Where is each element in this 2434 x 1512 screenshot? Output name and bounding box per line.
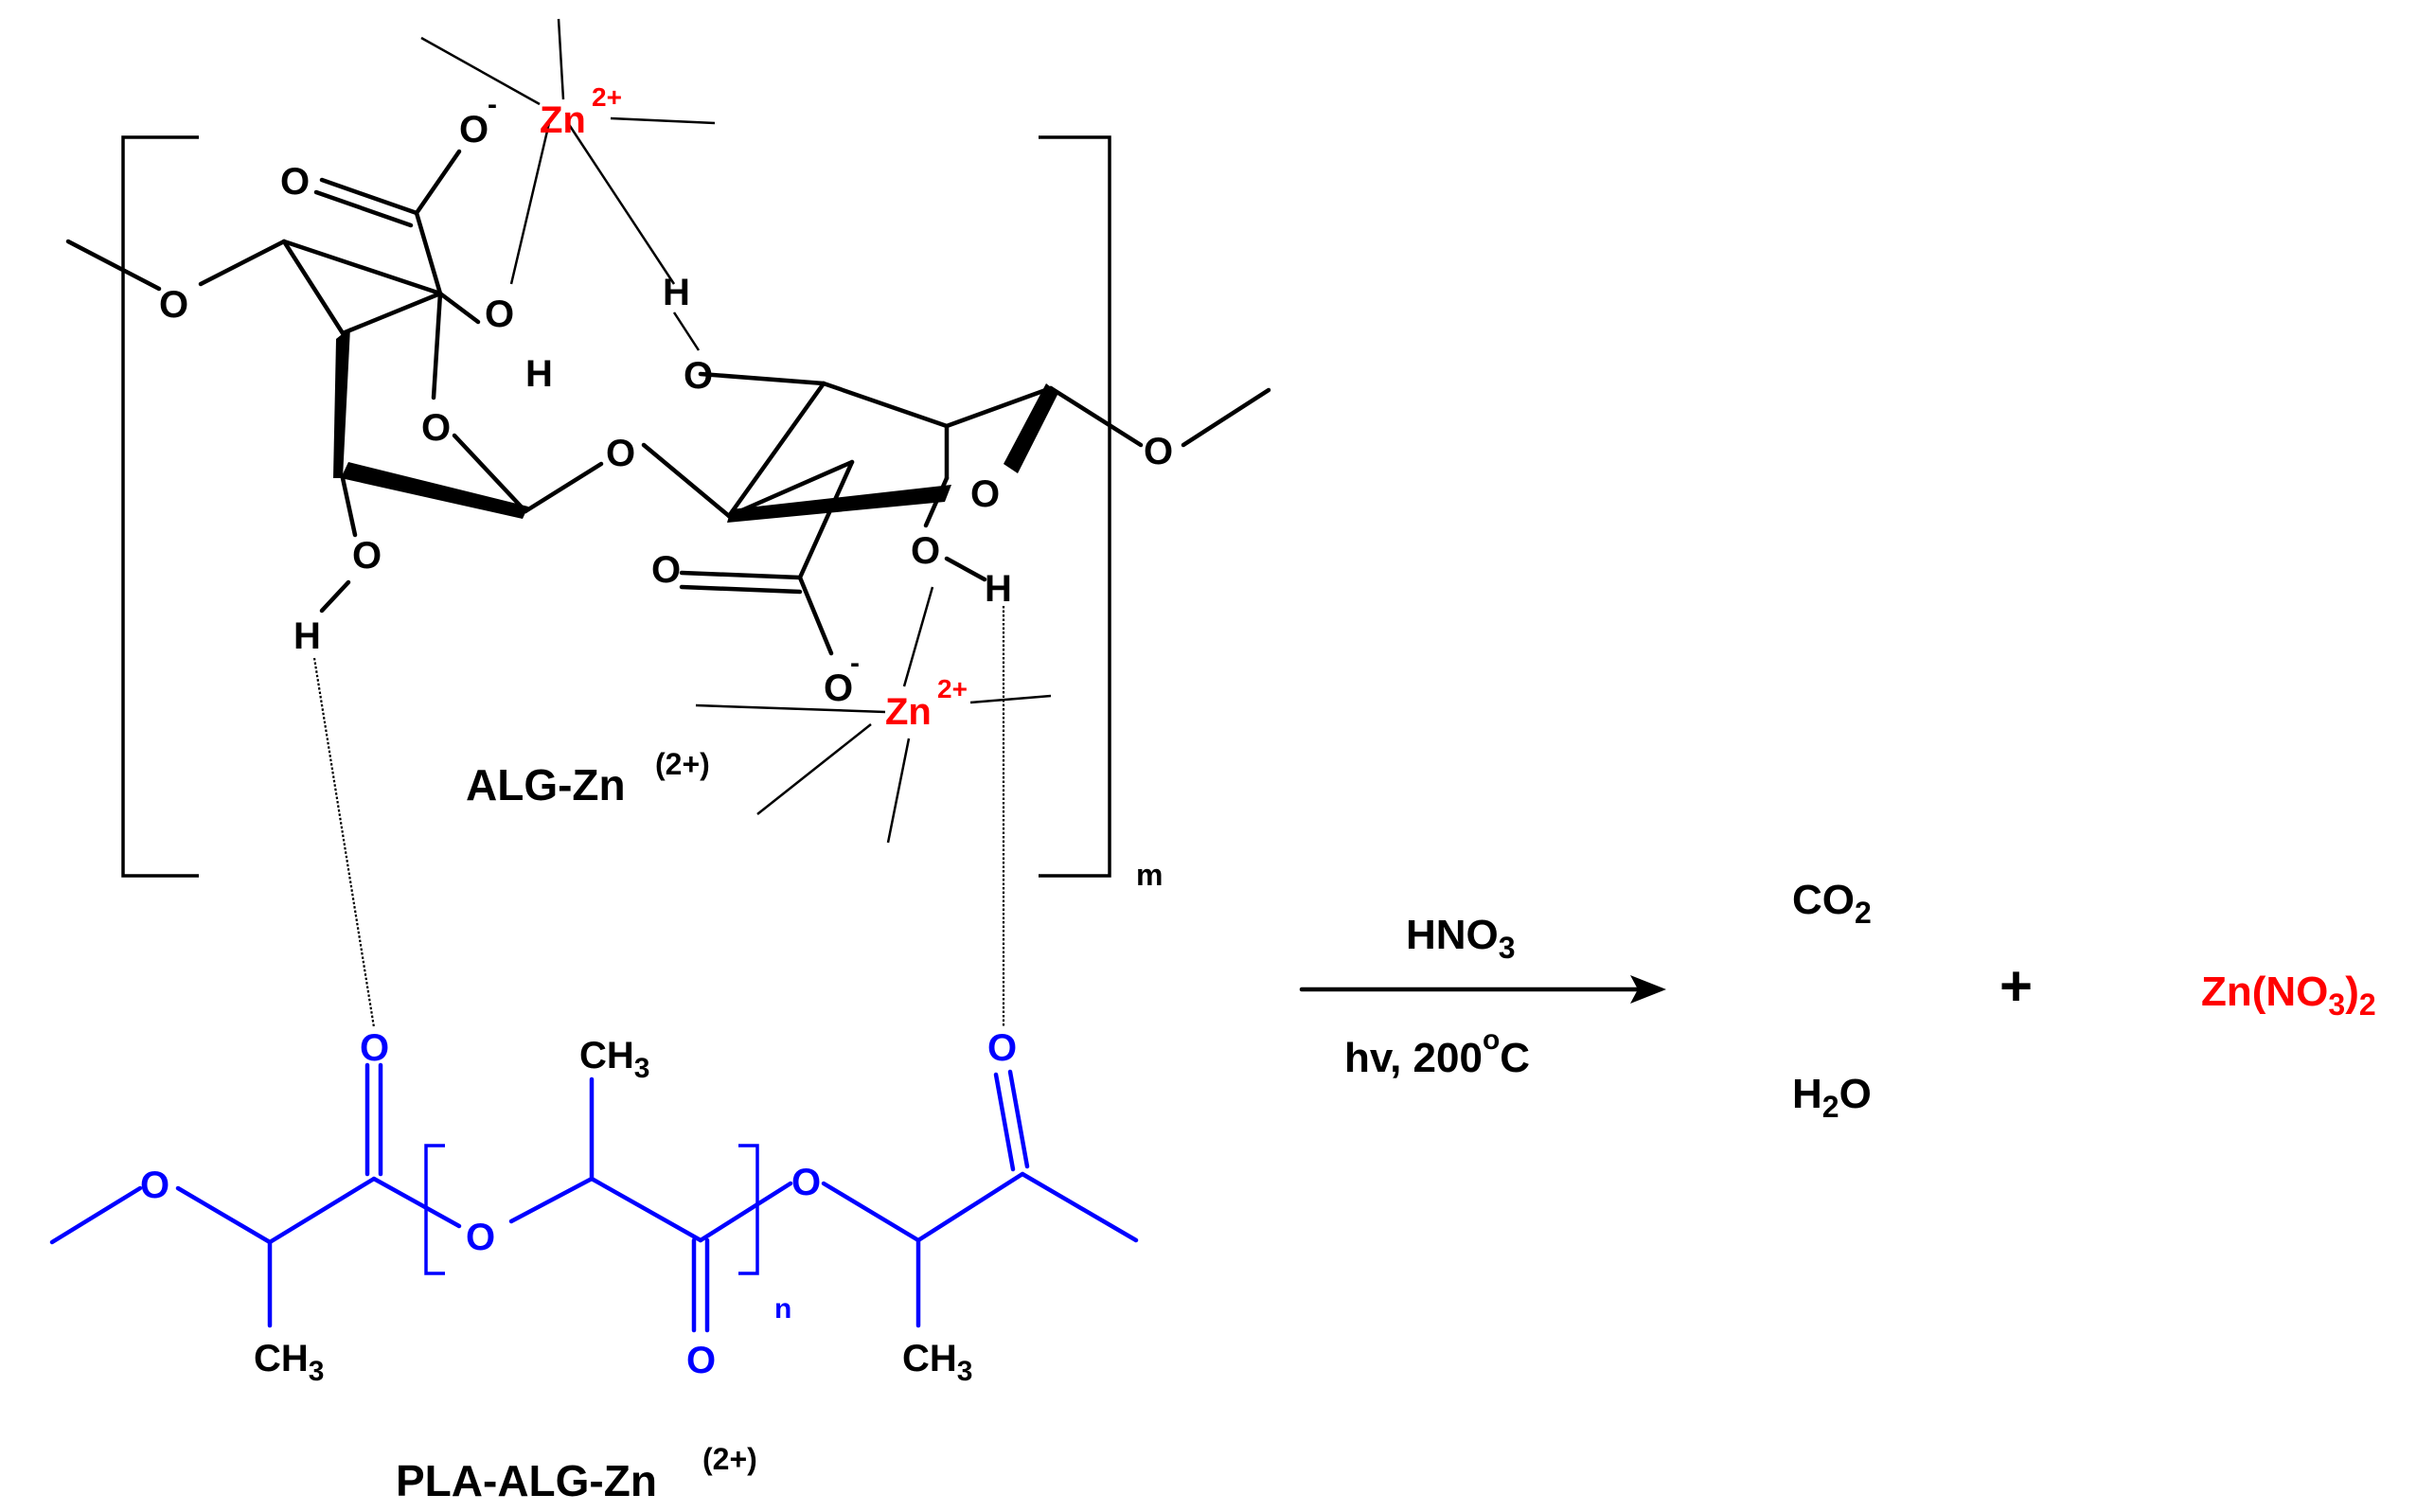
- plus-sign: +: [1999, 954, 2033, 1018]
- products: CO2 H2O + Zn(NO3)2: [1792, 877, 2376, 1124]
- alginate-complex-label: ALG-Zn: [466, 760, 626, 809]
- alg-glycosidic-o: O: [606, 433, 635, 474]
- zinc-ion-top: Zn: [540, 99, 586, 141]
- pla-ester-o-1: O: [140, 1165, 169, 1206]
- pla-bracket-right: [738, 1144, 759, 1275]
- alg-hydroxyl-h-1: H: [525, 353, 553, 395]
- reaction-conditions-text: hv, 200oC: [1344, 1024, 1530, 1081]
- alginate-bracket-right: [1039, 135, 1111, 878]
- zinc-ion-top-charge: 2+: [592, 82, 622, 112]
- pla-carbonyl-o-3: O: [987, 1027, 1017, 1069]
- reaction-arrow-head: [1630, 975, 1666, 1004]
- alg-oxide-charge-1: -: [488, 89, 497, 120]
- alg-ring-o-3: O: [970, 473, 1000, 515]
- alg-bridge-o: O: [1144, 431, 1173, 472]
- alginate-structure: O O O - O H O O O H H O O O O O H O - Zn…: [65, 18, 1271, 1028]
- pla-complex-label-charge: (2+): [702, 1442, 757, 1476]
- pla-ester-o-2: O: [466, 1217, 495, 1258]
- reagent-hno3: HNO3: [1406, 912, 1516, 965]
- product-h2o: H2O: [1792, 1071, 1872, 1124]
- zinc-ion-bottom: Zn: [885, 691, 932, 733]
- pla-repeat-subscript: n: [774, 1293, 791, 1325]
- alg-hydroxyl-h-3: H: [663, 272, 690, 313]
- alg-carboxylate-o-2: O: [824, 667, 853, 709]
- pla-methyl-top: CH3: [579, 1035, 649, 1084]
- alg-hydroxyl-o-2: O: [352, 535, 382, 577]
- alg-hydroxyl-o-3: O: [684, 355, 713, 397]
- product-zinc-nitrate: Zn(NO3)2: [2201, 969, 2376, 1022]
- alg-hydroxyl-o-4: O: [911, 530, 940, 572]
- reaction-conditions: HNO3 hv, 200oC: [1299, 912, 1666, 1081]
- alginate-repeat-subscript: m: [1136, 858, 1163, 892]
- alg-carbonyl-o-2: O: [651, 549, 681, 591]
- alg-hydroxyl-h-2: H: [293, 615, 321, 657]
- alg-oxide-charge-2: -: [850, 648, 860, 679]
- pla-methyl-left: CH3: [254, 1338, 324, 1387]
- pla-structure: O O O O O O n CH3 CH3 CH3 PLA-ALG-Zn (2+…: [49, 1027, 1139, 1505]
- pla-complex-label: PLA-ALG-Zn: [396, 1456, 657, 1505]
- alg-ring-o-1: O: [159, 284, 188, 326]
- alg-ring-o-2: O: [421, 407, 451, 449]
- alginate-complex-label-charge: (2+): [655, 747, 710, 781]
- zinc-ion-bottom-charge: 2+: [937, 674, 968, 703]
- pla-carbonyl-o-1: O: [360, 1027, 389, 1069]
- alginate-bracket-left: [121, 135, 199, 878]
- alg-carbonyl-o-1: O: [280, 161, 310, 203]
- product-co2: CO2: [1792, 877, 1872, 930]
- alg-hydroxyl-h-4: H: [985, 568, 1012, 610]
- alg-hydroxyl-o-1: O: [485, 294, 514, 335]
- pla-methyl-right: CH3: [902, 1338, 972, 1387]
- pla-carbonyl-o-2: O: [686, 1340, 716, 1381]
- alg-carboxylate-o-1: O: [459, 109, 489, 151]
- pla-ester-o-3: O: [791, 1162, 821, 1203]
